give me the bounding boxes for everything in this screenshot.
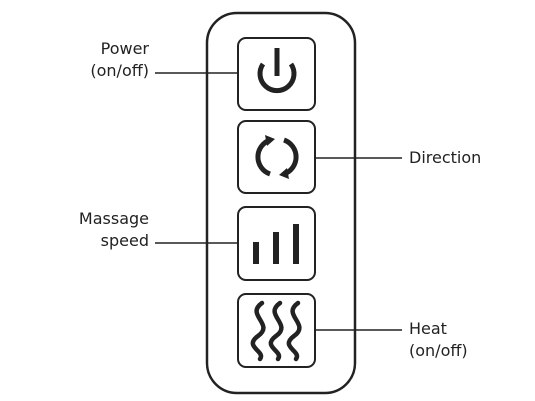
massage-speed-label-line-1: Massage bbox=[78, 209, 149, 228]
massage-speed-label-line-2: speed bbox=[100, 231, 149, 250]
power-icon bbox=[257, 48, 297, 94]
power-button[interactable] bbox=[237, 37, 316, 111]
massage-speed-label: Massage speed bbox=[79, 208, 149, 252]
direction-button[interactable] bbox=[237, 120, 316, 194]
direction-label: Direction bbox=[409, 147, 481, 169]
power-label-line-2: (on/off) bbox=[90, 61, 149, 80]
heat-button[interactable] bbox=[237, 293, 316, 368]
massage-speed-button[interactable] bbox=[237, 206, 316, 281]
heat-label: Heat (on/off) bbox=[409, 318, 468, 362]
direction-label-line-1: Direction bbox=[409, 148, 482, 167]
heat-label-line-2: (on/off) bbox=[409, 341, 468, 360]
speed-bars-icon bbox=[253, 224, 299, 264]
heat-waves-icon bbox=[250, 300, 302, 362]
direction-icon bbox=[255, 135, 299, 179]
heat-label-line-1: Heat bbox=[409, 319, 447, 338]
power-label: Power (on/off) bbox=[90, 38, 149, 82]
power-label-line-1: Power bbox=[100, 39, 149, 58]
